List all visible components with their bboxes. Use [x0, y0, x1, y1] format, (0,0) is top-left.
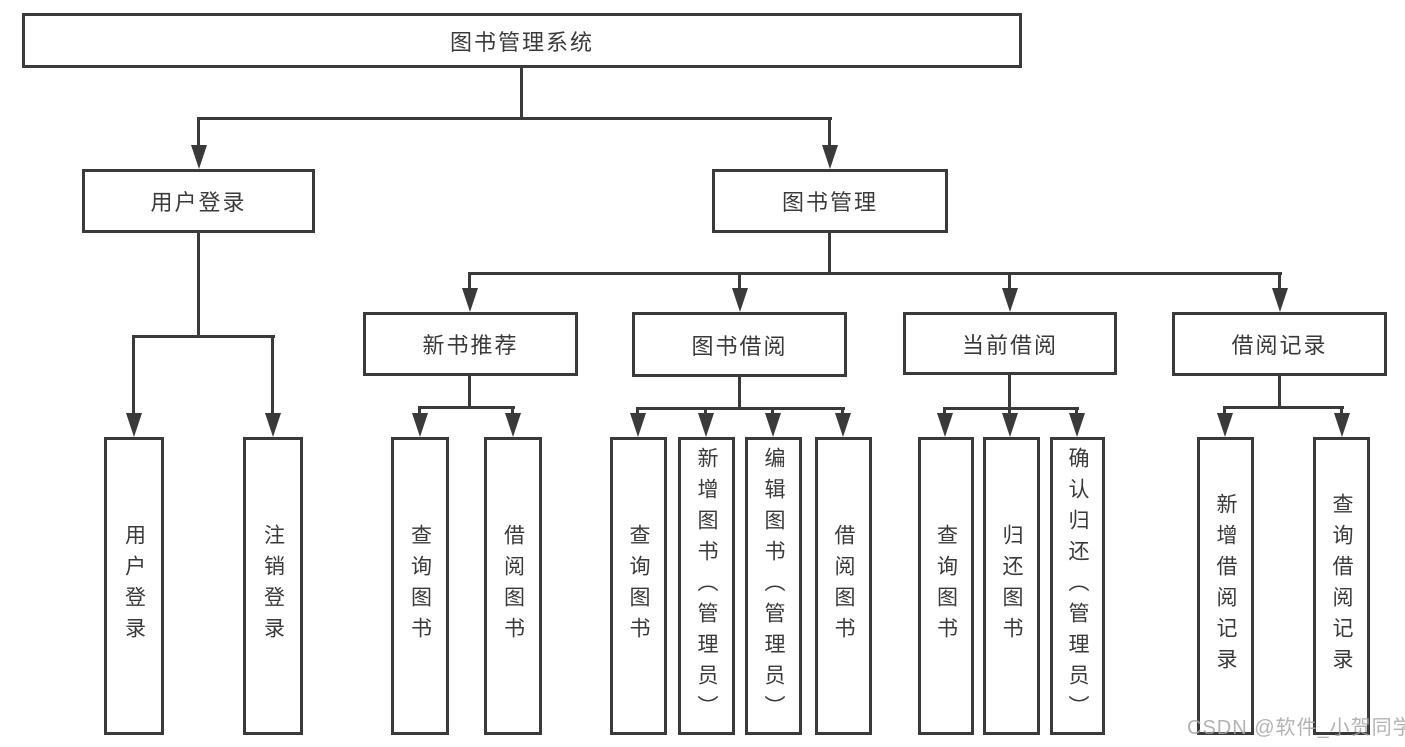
arrow-down-icon: [1217, 413, 1233, 437]
connector-new-book-rail: [418, 406, 515, 409]
connector-new-book-stem: [468, 376, 471, 409]
leaf-label: 借阅图书: [832, 524, 855, 648]
connector-drop-leaf: [771, 407, 774, 415]
arrow-down-icon: [765, 413, 781, 437]
leaf-label: 查询图书: [408, 524, 432, 648]
connector-drop-leaf: [943, 407, 946, 415]
arrow-down-icon: [937, 413, 953, 437]
leaf-label: 借阅图书: [501, 524, 525, 648]
connector-borrowing-records-stem: [1278, 376, 1281, 409]
connector-drop-logout-leaf: [271, 335, 274, 417]
connector-current-borrowing-rail: [943, 407, 1079, 410]
arrow-down-icon: [835, 413, 851, 437]
arrow-down-icon: [732, 288, 748, 312]
connector-root-stem: [520, 68, 523, 117]
arrow-down-icon: [1272, 288, 1288, 312]
leaf-label: 用户登录: [122, 524, 146, 648]
connector-drop-book-management: [828, 117, 831, 148]
node-confirm-return-admin: 确认归还（管理员）: [1050, 437, 1105, 735]
arrow-down-icon: [462, 288, 478, 312]
connector-drop-borrowing-records: [1278, 272, 1281, 291]
connector-drop-leaf: [418, 406, 421, 416]
arrow-down-icon: [1069, 413, 1085, 437]
connector-level3-rail: [468, 272, 1282, 275]
node-borrowing-records: 借阅记录: [1172, 312, 1387, 376]
node-return-books: 归还图书: [983, 437, 1040, 735]
node-library-management-system: 图书管理系统: [22, 13, 1022, 68]
connector-drop-leaf: [1340, 406, 1343, 416]
connector-user-login-stem: [197, 233, 200, 337]
arrow-down-icon: [1334, 413, 1350, 437]
node-borrow-books: 借阅图书: [815, 437, 872, 735]
connector-borrowing-records-rail: [1223, 406, 1344, 409]
arrow-down-icon: [1002, 288, 1018, 312]
arrow-down-icon: [191, 145, 207, 169]
arrow-down-icon: [505, 413, 521, 437]
arrow-down-icon: [126, 413, 142, 437]
connector-drop-user-login: [197, 117, 200, 148]
connector-drop-leaf: [1008, 407, 1011, 415]
node-add-book-admin: 新增图书（管理员）: [678, 437, 735, 735]
connector-drop-leaf: [1075, 407, 1078, 415]
connector-book-borrowing-stem: [738, 377, 741, 410]
leaf-label: 归还图书: [1000, 524, 1023, 648]
arrow-down-icon: [698, 413, 714, 437]
node-query-books: 查询图书: [391, 437, 449, 735]
node-book-borrowing: 图书借阅: [632, 312, 847, 377]
leaf-label: 确认归还（管理员）: [1066, 446, 1089, 726]
leaf-label: 新增图书（管理员）: [695, 446, 718, 726]
leaf-label: 查询图书: [934, 524, 958, 648]
node-book-management: 图书管理: [712, 169, 948, 233]
leaf-label: 注销登录: [261, 524, 285, 648]
connector-drop-leaf: [1223, 406, 1226, 416]
arrow-down-icon: [822, 145, 838, 169]
connector-level2-rail: [197, 117, 832, 120]
node-edit-book-admin: 编辑图书（管理员）: [745, 437, 802, 735]
leaf-label: 查询图书: [627, 524, 650, 648]
connector-book-borrowing-rail: [636, 407, 845, 410]
connector-drop-leaf: [841, 407, 844, 415]
arrow-down-icon: [265, 413, 281, 437]
connector-drop-leaf: [704, 407, 707, 415]
connector-current-borrowing-stem: [1008, 375, 1011, 410]
connector-user-login-rail: [132, 335, 275, 338]
leaf-label: 查询借阅记录: [1330, 493, 1353, 679]
leaf-label: 新增借阅记录: [1214, 493, 1237, 679]
connector-drop-book-borrowing: [738, 272, 741, 291]
arrow-down-icon: [412, 413, 428, 437]
arrow-down-icon: [1002, 413, 1018, 437]
node-logout: 注销登录: [243, 437, 303, 735]
node-current-borrowing: 当前借阅: [903, 312, 1117, 375]
connector-book-management-stem: [828, 233, 831, 275]
csdn-watermark: CSDN @软件_小贺同学: [1187, 717, 1405, 739]
node-query-books: 查询图书: [610, 437, 667, 735]
connector-drop-leaf: [636, 407, 639, 415]
node-query-borrow-record: 查询借阅记录: [1313, 437, 1370, 735]
connector-drop-login-leaf: [132, 335, 135, 417]
node-new-book-recommendation: 新书推荐: [363, 312, 578, 376]
connector-drop-leaf: [511, 406, 514, 416]
node-add-borrow-record: 新增借阅记录: [1197, 437, 1254, 735]
leaf-label: 编辑图书（管理员）: [762, 446, 785, 726]
connector-drop-new-book: [468, 272, 471, 291]
arrow-down-icon: [630, 413, 646, 437]
node-borrow-books: 借阅图书: [484, 437, 542, 735]
node-query-books: 查询图书: [918, 437, 974, 735]
connector-drop-current-borrowing: [1008, 272, 1011, 291]
node-user-login: 用户登录: [104, 437, 164, 735]
node-user-login-branch: 用户登录: [82, 169, 315, 233]
